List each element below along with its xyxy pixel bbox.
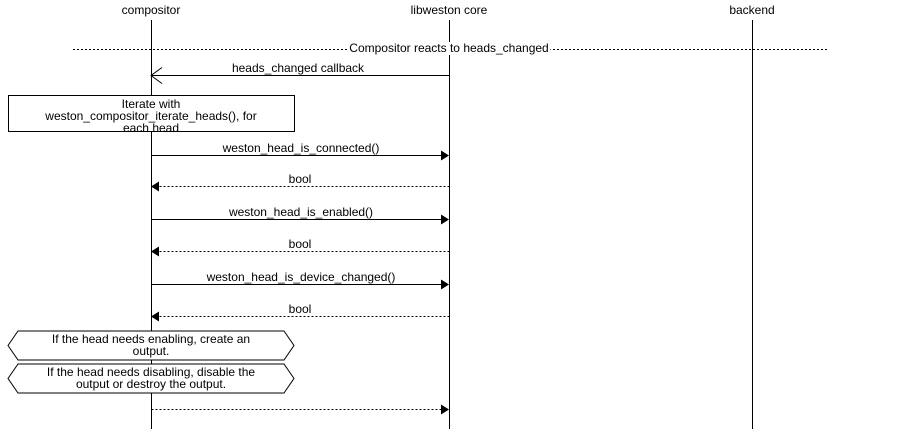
message-label-weston-head-is-enabled: weston_head_is_enabled() bbox=[228, 205, 374, 219]
message-bool-enabled bbox=[151, 246, 450, 257]
note-text-enable-head-note: If the head needs enabling, create an ou… bbox=[51, 332, 251, 358]
note-text-disable-head-note: If the head needs disabling, disable the… bbox=[46, 365, 256, 391]
actor-label-libweston-core: libweston core bbox=[410, 3, 488, 17]
arrowhead-open-heads-changed-callback bbox=[150, 67, 163, 84]
arrowhead-filled-weston-head-is-enabled bbox=[441, 214, 449, 225]
message-label-bool-device-changed: bool bbox=[288, 302, 312, 316]
message-bool-device-changed bbox=[151, 311, 450, 322]
message-label-weston-head-is-connected: weston_head_is_connected() bbox=[222, 141, 380, 155]
message-final-return bbox=[151, 404, 449, 415]
arrowhead-filled-bool-connected bbox=[151, 181, 159, 192]
note-text-iterate-heads-note: Iterate with weston_compositor_iterate_h… bbox=[45, 97, 257, 135]
message-label-weston-head-is-device-changed: weston_head_is_device_changed() bbox=[206, 270, 396, 284]
arrowhead-filled-weston-head-is-connected bbox=[441, 150, 449, 161]
arrowhead-filled-bool-device-changed bbox=[151, 311, 159, 322]
message-heads-changed-callback bbox=[150, 67, 450, 84]
message-weston-head-is-device-changed bbox=[151, 279, 449, 290]
note-hexagon-disable-head-note bbox=[7, 363, 295, 394]
message-weston-head-is-enabled bbox=[151, 214, 449, 225]
message-label-heads-changed-callback: heads_changed callback bbox=[231, 61, 365, 75]
actor-label-compositor: compositor bbox=[121, 3, 181, 17]
arrowhead-filled-final-return bbox=[441, 404, 449, 415]
message-weston-head-is-connected bbox=[151, 150, 449, 161]
arrowhead-filled-bool-enabled bbox=[151, 246, 159, 257]
note-hexagon-enable-head-note bbox=[7, 330, 295, 361]
actor-label-backend: backend bbox=[729, 3, 775, 17]
message-bool-connected bbox=[151, 181, 450, 192]
note-box-iterate-heads-note bbox=[8, 95, 295, 132]
message-label-bool-connected: bool bbox=[288, 172, 312, 186]
message-label-bool-enabled: bool bbox=[288, 237, 312, 251]
divider-label: Compositor reacts to heads_changed bbox=[347, 41, 551, 55]
arrowhead-filled-weston-head-is-device-changed bbox=[441, 279, 449, 290]
